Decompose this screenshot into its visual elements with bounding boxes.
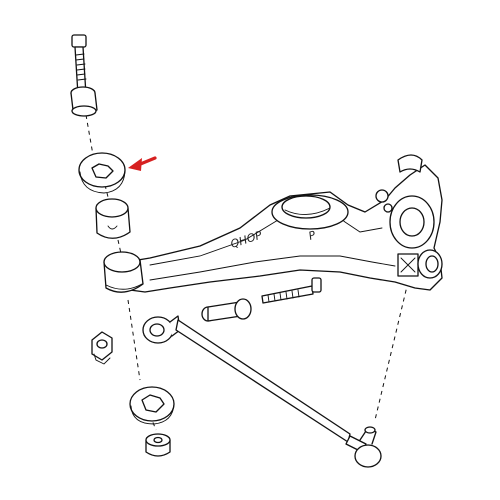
upper-bushing xyxy=(78,152,126,194)
front-bushing xyxy=(103,251,144,293)
trailing-arm: QHOP P xyxy=(125,164,443,293)
cam-washer xyxy=(129,386,175,425)
lower-nut xyxy=(145,433,171,457)
wheel-hub-knuckle xyxy=(375,154,435,277)
through-bolt xyxy=(71,34,87,96)
rear-bushing-eye xyxy=(417,249,443,279)
cam-bolt xyxy=(201,298,252,322)
long-bolt xyxy=(261,277,322,304)
lateral-link xyxy=(142,315,351,443)
assembly-axis-right xyxy=(374,281,409,421)
spring-seat xyxy=(271,194,349,230)
part-mark: P xyxy=(307,228,318,243)
arrow-left-icon xyxy=(128,156,157,171)
ball-joint xyxy=(345,426,382,468)
bolt-sleeve xyxy=(70,86,98,117)
small-nut xyxy=(91,331,113,365)
middle-bushing xyxy=(95,198,131,239)
